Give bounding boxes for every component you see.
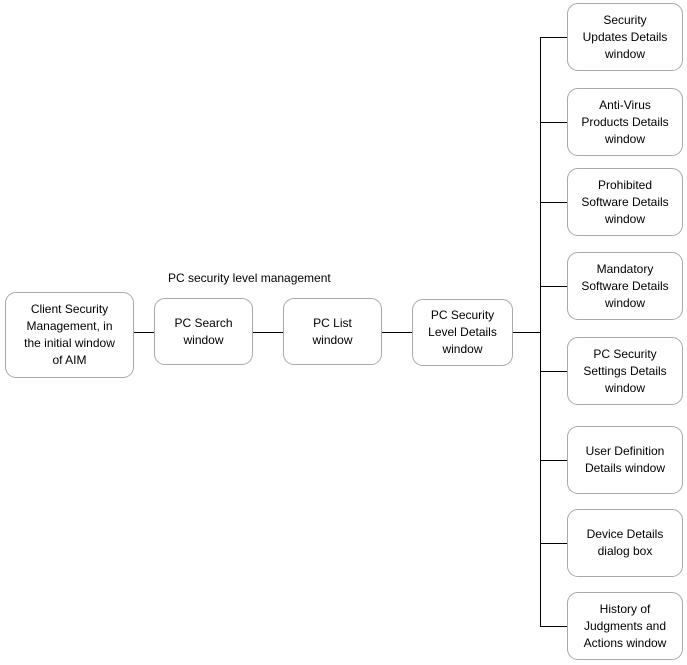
node-client-security-management: Client Security Management, in the initi…	[5, 292, 134, 378]
connector-branch-anti-virus	[540, 122, 567, 123]
node-device-details-dialog-box: Device Details dialog box	[567, 509, 683, 577]
node-pc-security-level-details-window: PC Security Level Details window	[412, 299, 513, 366]
node-mandatory-software-details-window: Mandatory Software Details window	[567, 252, 683, 320]
connector-search-to-list	[253, 332, 283, 333]
connector-branch-security-updates	[540, 37, 567, 38]
node-pc-search-window: PC Search window	[154, 298, 253, 365]
connector-branch-device-details	[540, 543, 567, 544]
connector-client-to-search	[134, 332, 154, 333]
node-prohibited-software-details-window: Prohibited Software Details window	[567, 168, 683, 236]
node-history-of-judgments-and-actions-window: History of Judgments and Actions window	[567, 592, 683, 660]
node-pc-list-window: PC List window	[283, 298, 382, 365]
connector-branch-pc-security-settings	[540, 371, 567, 372]
node-anti-virus-products-details-window: Anti-Virus Products Details window	[567, 88, 683, 156]
connector-trunk	[540, 37, 541, 627]
connector-list-to-details	[382, 332, 412, 333]
node-pc-security-settings-details-window: PC Security Settings Details window	[567, 337, 683, 405]
node-user-definition-details-window: User Definition Details window	[567, 426, 683, 494]
diagram-title: PC security level management	[168, 271, 331, 285]
connector-branch-mandatory-software	[540, 286, 567, 287]
connector-branch-user-definition	[540, 460, 567, 461]
connector-details-to-trunk	[513, 332, 541, 333]
connector-branch-prohibited-software	[540, 202, 567, 203]
node-security-updates-details-window: Security Updates Details window	[567, 3, 683, 71]
connector-branch-history	[540, 626, 567, 627]
